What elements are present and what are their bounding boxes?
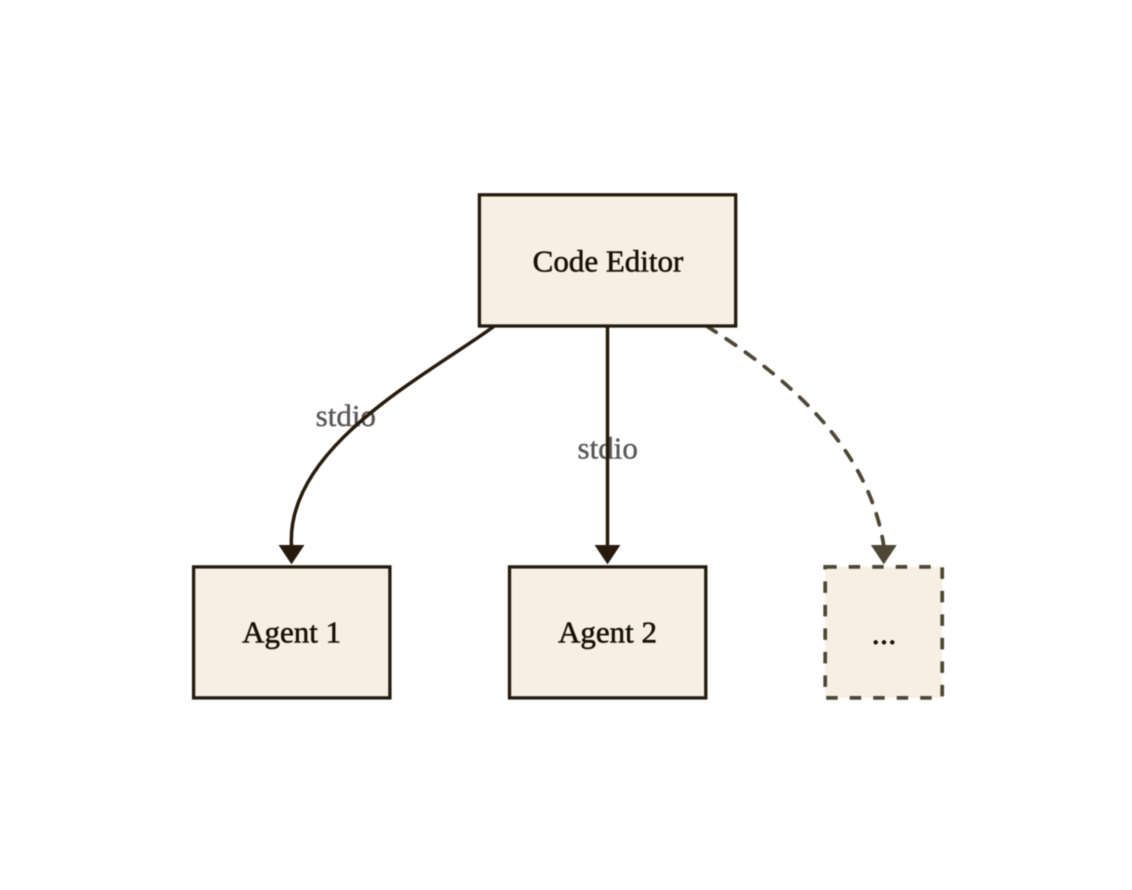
svg-text:Agent 1: Agent 1 — [242, 615, 341, 650]
svg-text:...: ... — [872, 616, 897, 652]
svg-text:Code Editor: Code Editor — [533, 244, 684, 279]
svg-text:Agent 2: Agent 2 — [558, 615, 657, 650]
